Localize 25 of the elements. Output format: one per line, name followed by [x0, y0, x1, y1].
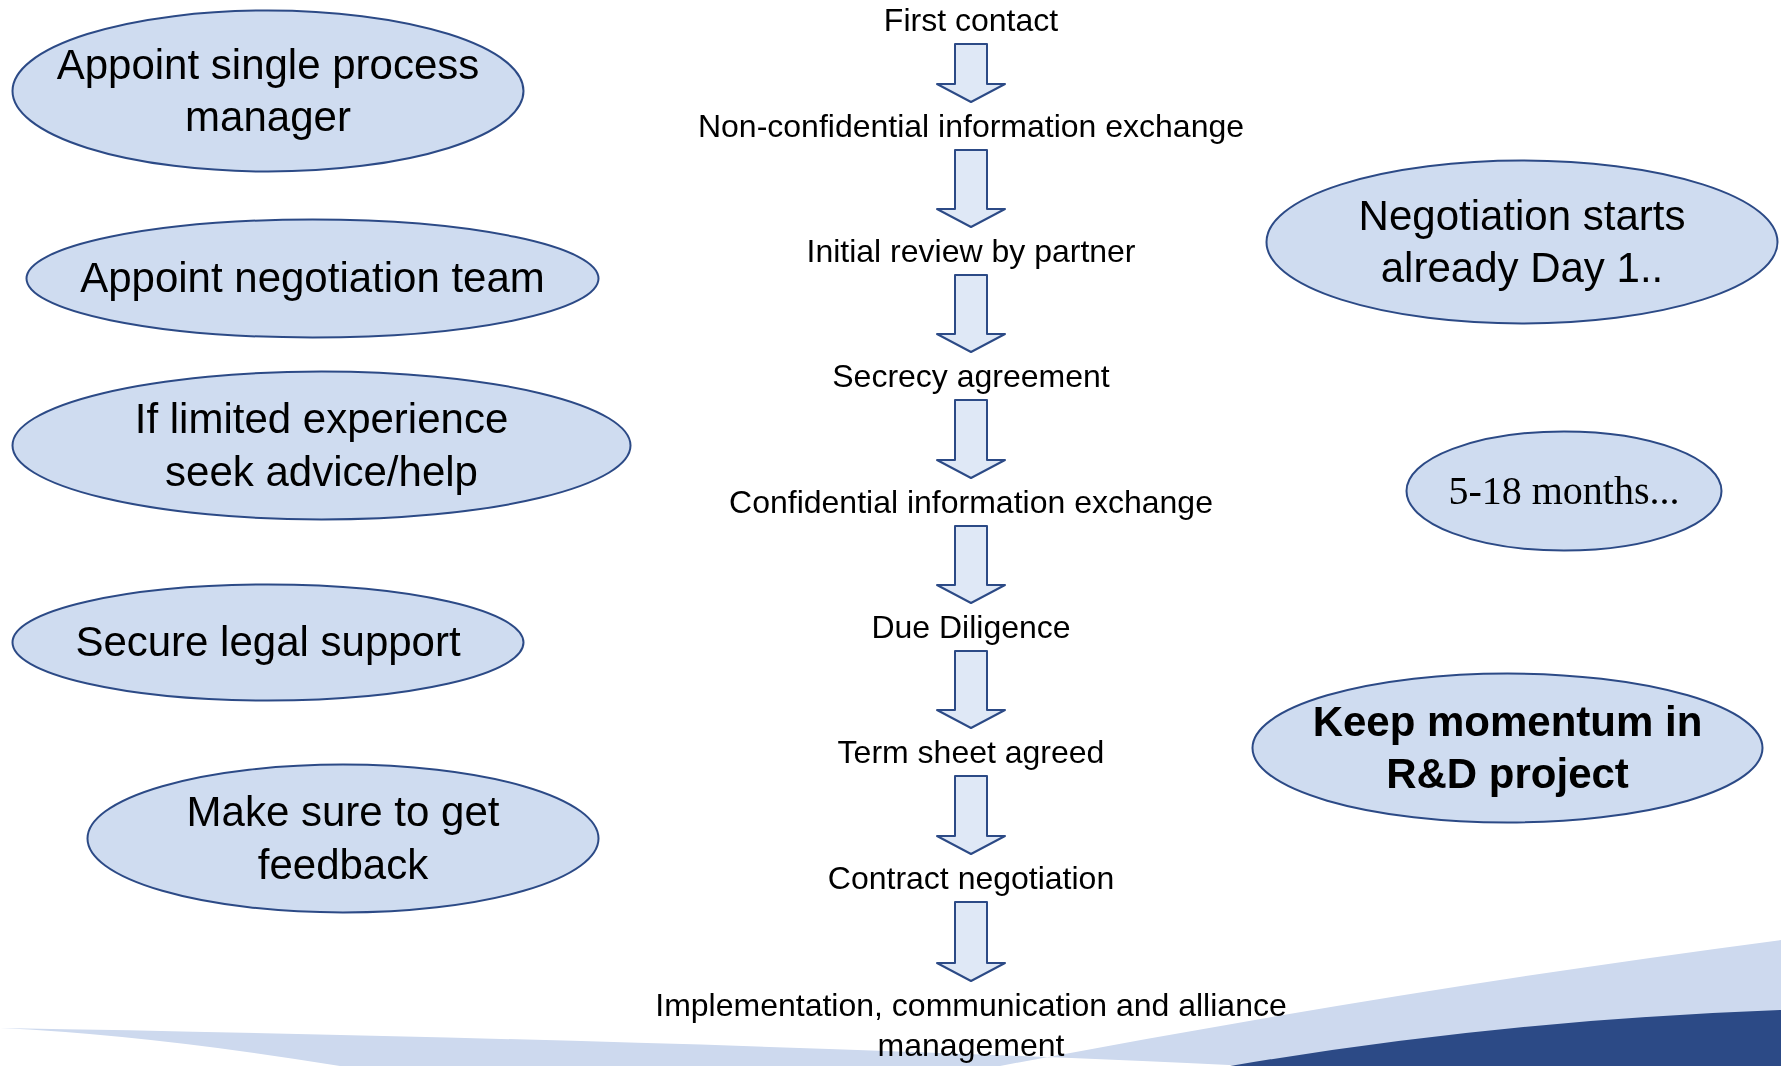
note-ellipse: If limited experience seek advice/help	[11, 370, 632, 521]
step-text: Due Diligence	[771, 607, 1171, 647]
note-ellipse: Keep momentum in R&D project	[1251, 672, 1764, 824]
note-ellipse: 5-18 months...	[1405, 430, 1723, 552]
step-text: Secrecy agreement	[721, 356, 1221, 396]
block-arrow	[936, 149, 1006, 228]
note-ellipse: Appoint single process manager	[11, 9, 525, 173]
block-arrow	[936, 399, 1006, 479]
step-text: Confidential information exchange	[651, 482, 1291, 522]
block-arrow	[936, 650, 1006, 729]
note-ellipse: Negotiation starts already Day 1..	[1265, 159, 1779, 325]
step-text: Implementation, communication and alliance management	[591, 985, 1351, 1065]
step-text: Term sheet agreed	[771, 732, 1171, 772]
block-arrow	[936, 43, 1006, 103]
step-text: Contract negotiation	[771, 858, 1171, 898]
step-text: Non-confidential information exchange	[621, 106, 1321, 146]
note-ellipse: Appoint negotiation team	[25, 218, 600, 339]
step-text: First contact	[771, 0, 1171, 40]
block-arrow	[936, 274, 1006, 353]
block-arrow	[936, 525, 1006, 604]
note-ellipse: Secure legal support	[11, 583, 525, 702]
block-arrow	[936, 775, 1006, 855]
note-ellipse: Make sure to get feedback	[86, 763, 600, 914]
step-text: Initial review by partner	[721, 231, 1221, 271]
block-arrow	[936, 901, 1006, 982]
